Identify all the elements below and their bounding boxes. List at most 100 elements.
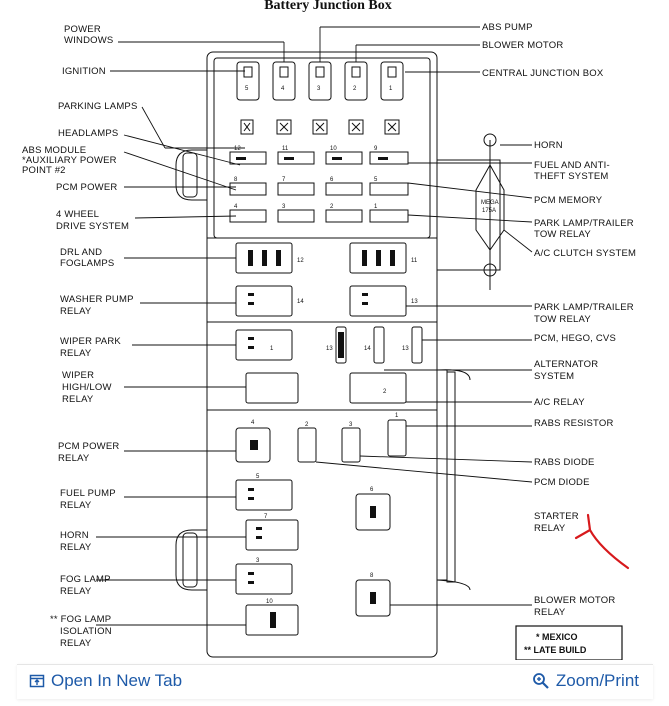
svg-text:4: 4 [234,204,238,210]
svg-text:CENTRAL JUNCTION BOX: CENTRAL JUNCTION BOX [482,68,604,79]
svg-text:10: 10 [330,146,337,152]
svg-text:FUEL AND ANTI-: FUEL AND ANTI- [534,160,610,171]
svg-text:A/C CLUTCH SYSTEM: A/C CLUTCH SYSTEM [534,248,636,259]
svg-text:PCM POWER: PCM POWER [56,182,117,193]
svg-text:IGNITION: IGNITION [62,66,106,77]
svg-text:STARTER: STARTER [534,511,579,522]
diode-13b [411,326,423,364]
svg-text:7: 7 [282,177,286,183]
svg-text:3: 3 [282,204,286,210]
svg-text:5: 5 [374,177,378,183]
diagram-title: Battery Junction Box [264,0,392,13]
zoom-print-link[interactable]: Zoom/Print [532,671,639,691]
svg-text:WASHER PUMP: WASHER PUMP [60,294,134,305]
svg-text:MEGA: MEGA [481,200,499,206]
svg-text:4: 4 [251,420,255,426]
rabs-resistor-box [387,419,407,457]
junction-box-outline [206,51,438,658]
relay-fog-lamp [235,563,293,595]
svg-text:** LATE BUILD: ** LATE BUILD [524,645,587,655]
zoom-icon [532,673,549,689]
relay-ac [349,372,407,404]
svg-text:ISOLATION: ISOLATION [60,626,112,637]
svg-text:WINDOWS: WINDOWS [64,35,113,46]
relay-washer-pump [235,285,293,317]
svg-text:13: 13 [411,299,418,305]
relay-pcm-power [235,427,271,463]
relay-11 [349,242,407,274]
svg-text:HORN: HORN [534,140,563,151]
svg-text:HEADLAMPS: HEADLAMPS [58,128,118,139]
rabs-diode-box [297,427,317,463]
svg-text:PCM MEMORY: PCM MEMORY [534,195,603,206]
svg-text:HORN: HORN [60,530,89,541]
image-toolbar: Open In New Tab Zoom/Print [17,664,653,699]
svg-text:11: 11 [282,146,289,152]
svg-text:DRIVE SYSTEM: DRIVE SYSTEM [56,221,129,232]
svg-text:2: 2 [353,86,357,92]
svg-text:13: 13 [402,346,409,352]
svg-text:12: 12 [297,258,304,264]
relay-wiper-park [235,329,293,361]
svg-text:5: 5 [256,474,260,480]
svg-text:1: 1 [374,204,378,210]
relay-park-lamp [349,285,407,317]
svg-text:14: 14 [364,346,371,352]
svg-text:6: 6 [330,177,334,183]
svg-text:POWER: POWER [64,24,101,35]
svg-text:DRL AND: DRL AND [60,247,102,258]
right-labels: ABS PUMP BLOWER MOTOR CENTRAL JUNCTION B… [482,22,636,618]
left-labels: POWER WINDOWS IGNITION PARKING LAMPS HEA… [22,24,137,649]
svg-text:4 WHEEL: 4 WHEEL [56,209,99,220]
svg-text:RELAY: RELAY [60,348,92,359]
svg-text:3: 3 [317,86,321,92]
svg-text:175A: 175A [482,208,496,214]
svg-text:12: 12 [234,146,241,152]
svg-text:THEFT SYSTEM: THEFT SYSTEM [534,171,609,182]
svg-text:5: 5 [245,86,249,92]
relay-fog-isolation [245,604,299,636]
svg-text:1: 1 [389,86,393,92]
svg-text:PCM, HEGO, CVS: PCM, HEGO, CVS [534,333,616,344]
svg-text:HIGH/LOW: HIGH/LOW [62,382,112,393]
svg-text:1: 1 [395,413,399,419]
svg-text:FUEL PUMP: FUEL PUMP [60,488,116,499]
svg-text:A/C RELAY: A/C RELAY [534,397,585,408]
svg-text:FOG LAMP: FOG LAMP [60,574,111,585]
svg-text:RELAY: RELAY [60,638,92,649]
svg-text:RELAY: RELAY [58,453,90,464]
diode-13a [335,326,347,364]
svg-text:PARK LAMP/TRAILER: PARK LAMP/TRAILER [534,218,634,229]
svg-text:RELAY: RELAY [60,500,92,511]
svg-text:TOW RELAY: TOW RELAY [534,314,591,325]
svg-text:BLOWER MOTOR: BLOWER MOTOR [534,595,615,606]
svg-text:WIPER PARK: WIPER PARK [60,336,121,347]
open-new-tab-link[interactable]: Open In New Tab [29,671,182,691]
open-new-tab-label: Open In New Tab [51,671,183,690]
svg-text:8: 8 [234,177,238,183]
legend-box: * MEXICO ** LATE BUILD [515,625,623,660]
fuse-numbers: 5 4 3 2 1 12 11 10 9 8 7 6 5 4 3 2 1 MEG… [234,86,499,605]
fuse-box-diagram: Battery Junction Box [22,0,636,660]
svg-text:11: 11 [411,258,418,264]
svg-text:TOW RELAY: TOW RELAY [534,229,591,240]
svg-text:9: 9 [374,146,378,152]
pcm-diode-box [341,427,361,463]
red-annotation-arrow [574,513,630,570]
svg-text:3: 3 [256,558,260,564]
mini-fuse-grid [229,151,409,223]
svg-text:13: 13 [326,346,333,352]
svg-text:BLOWER MOTOR: BLOWER MOTOR [482,40,563,51]
svg-text:10: 10 [266,599,273,605]
relay-fuel-pump [235,479,293,511]
svg-text:7: 7 [264,514,268,520]
relay-pins [236,157,395,628]
svg-text:3: 3 [349,422,353,428]
svg-text:POINT #2: POINT #2 [22,165,66,176]
svg-text:** FOG LAMP: ** FOG LAMP [50,614,111,625]
svg-text:RELAY: RELAY [534,607,566,618]
svg-text:* MEXICO: * MEXICO [536,632,578,642]
svg-text:14: 14 [297,299,304,305]
relay-wiper-high-low [245,372,299,404]
svg-text:6: 6 [370,487,374,493]
